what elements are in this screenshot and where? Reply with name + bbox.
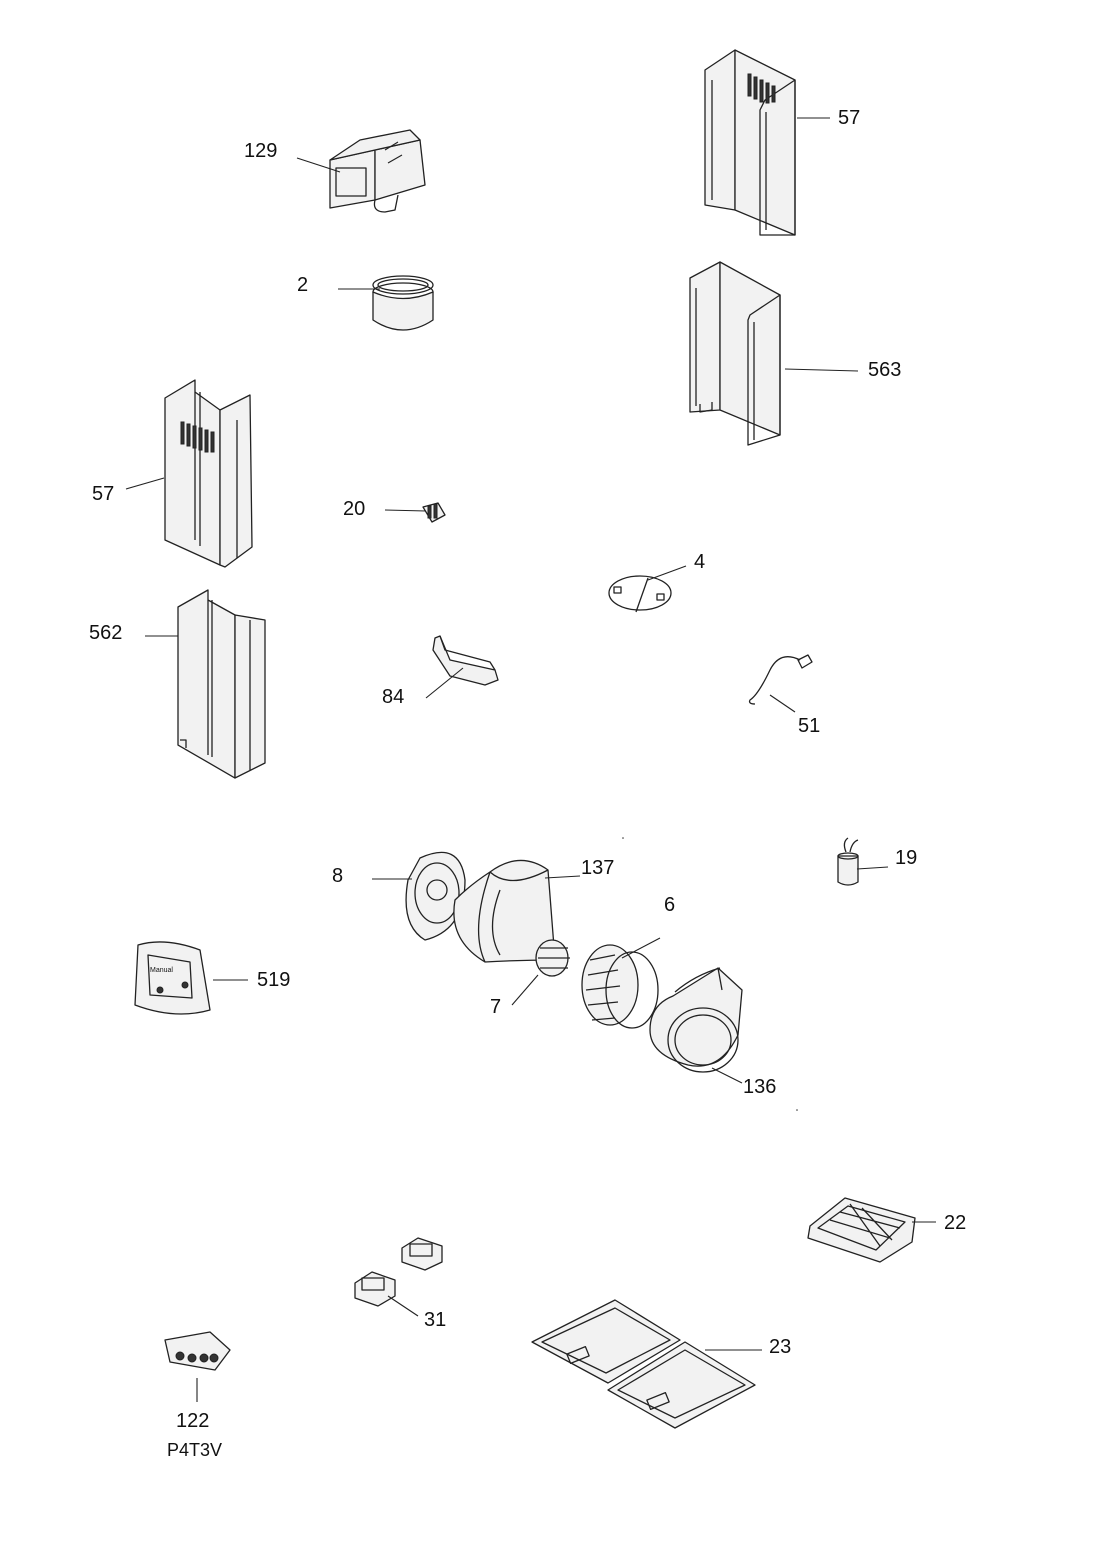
- part-57-chimney-upper-left: [164, 379, 253, 568]
- part-8-motor-plate: [405, 851, 466, 941]
- label-31: 31: [424, 1309, 447, 1331]
- label-2: 2: [297, 274, 309, 296]
- part-137-scroll-housing: [453, 859, 556, 963]
- part-562-chimney-lower-left: [177, 589, 266, 779]
- leader-20: [384, 509, 427, 512]
- part-57-chimney-upper-right: [704, 49, 796, 236]
- label-model-code: P4T3V: [167, 1440, 223, 1460]
- part-7-motor: [535, 939, 570, 977]
- part-23-grease-filters: [531, 1299, 756, 1429]
- leader-7: [511, 974, 539, 1006]
- leader-563: [784, 368, 859, 372]
- leader-31: [387, 1295, 419, 1317]
- label-51: 51: [798, 715, 821, 737]
- label-6: 6: [664, 894, 676, 916]
- label-19: 19: [895, 847, 918, 869]
- label-562: 562: [89, 622, 123, 644]
- part-6-impeller: [581, 944, 659, 1029]
- part-129-duct-adapter: [329, 129, 426, 213]
- label-manual: Manual: [150, 967, 173, 974]
- label-84: 84: [382, 686, 405, 708]
- label-519: 519: [257, 969, 291, 991]
- part-519-manual-bag: [134, 941, 211, 1015]
- part-4-damper-disc: [608, 575, 672, 613]
- label-122: 122: [176, 1410, 210, 1432]
- part-20-knob: [422, 502, 446, 523]
- leader-6: [621, 937, 661, 959]
- label-136: 136: [743, 1076, 777, 1098]
- part-51-cable: [748, 654, 813, 705]
- part-122-control-switch: [164, 1331, 231, 1371]
- part-2-collar: [372, 275, 434, 331]
- label-7: 7: [490, 996, 502, 1018]
- part-31-junction-boxes: [354, 1237, 443, 1307]
- part-19-capacitor: [837, 837, 859, 886]
- label-8: 8: [332, 865, 344, 887]
- leader-19: [856, 866, 889, 870]
- label-57-top: 57: [838, 107, 861, 129]
- leader-84: [425, 667, 464, 699]
- label-23: 23: [769, 1336, 792, 1358]
- label-4: 4: [694, 551, 706, 573]
- leader-51: [769, 694, 796, 713]
- label-137: 137: [581, 857, 615, 879]
- label-22: 22: [944, 1212, 967, 1234]
- label-20: 20: [343, 498, 366, 520]
- leader-136: [711, 1067, 743, 1084]
- part-563-chimney-lower-right: [689, 261, 781, 446]
- leader-4: [647, 565, 687, 581]
- part-22-carbon-filter: [807, 1197, 916, 1263]
- leader-57b: [125, 477, 165, 490]
- label-563: 563: [868, 359, 902, 381]
- label-57-left: 57: [92, 483, 115, 505]
- leader-129: [296, 157, 341, 173]
- leader-137: [544, 875, 581, 879]
- part-136-blower-housing: [649, 967, 743, 1073]
- label-129: 129: [244, 140, 278, 162]
- part-84-bracket: [432, 635, 499, 686]
